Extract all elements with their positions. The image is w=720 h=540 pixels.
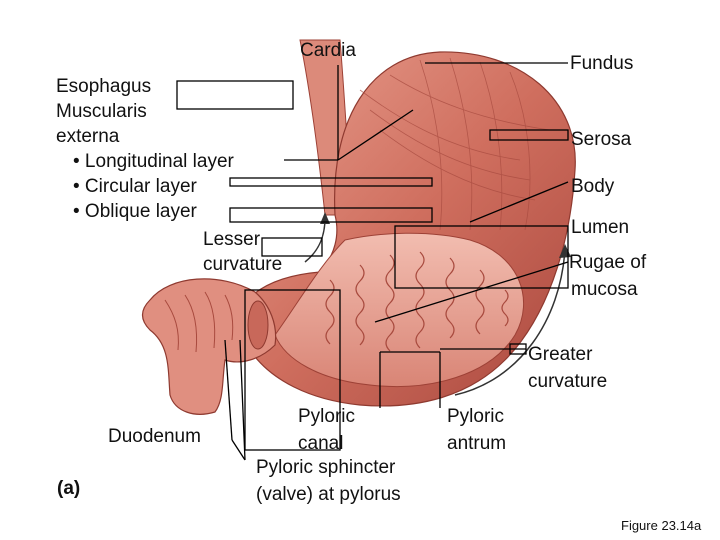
lesser-curvature-label: curvature: [203, 254, 283, 275]
greater-curvature-label: curvature: [528, 371, 608, 392]
panel-label: (a): [57, 478, 81, 499]
muscularis-label: Muscularis: [56, 101, 147, 122]
pyloric-sphincter-label-line1: Pyloric sphincter: [256, 457, 396, 478]
rugae-folds: [325, 251, 509, 352]
pyloric-canal-label-line2: canal: [298, 433, 344, 454]
duodenum-label: Duodenum: [108, 426, 201, 447]
greater-label: Greater: [528, 344, 593, 365]
pyloric-antrum-label-line1: Pyloric: [447, 406, 505, 427]
externa-label: externa: [56, 126, 120, 147]
greater-curvature-arrow: [454, 249, 566, 396]
pyloric-antrum-label-line2: antrum: [447, 433, 507, 454]
muscle-fibres: [359, 57, 551, 231]
cardia-label: Cardia: [300, 40, 356, 61]
lumen-label: Lumen: [571, 217, 630, 238]
leader-lines: [176, 62, 569, 461]
lesser-label: Lesser: [203, 229, 261, 250]
rugae-label-line1: Rugae of: [569, 252, 647, 273]
lumen-interior: [274, 232, 524, 388]
oblique-layer-label: • Oblique layer: [73, 201, 197, 222]
pyloric-sphincter-label-line2: (valve) at pylorus: [256, 484, 401, 505]
body-label: Body: [571, 176, 615, 197]
figure-number: Figure 23.14a: [621, 518, 702, 533]
esophagus-label: Esophagus: [56, 76, 152, 97]
duodenum-folds: [164, 291, 234, 353]
rugae-label-line2: mucosa: [571, 279, 638, 300]
pyloric-canal-label-line1: Pyloric: [298, 406, 356, 427]
circular-layer-label: • Circular layer: [73, 176, 197, 197]
serosa-label: Serosa: [571, 129, 632, 150]
longitudinal-layer-label: • Longitudinal layer: [73, 151, 234, 172]
fundus-label: Fundus: [570, 53, 634, 74]
pyloric-sphincter-ring: [247, 300, 269, 350]
